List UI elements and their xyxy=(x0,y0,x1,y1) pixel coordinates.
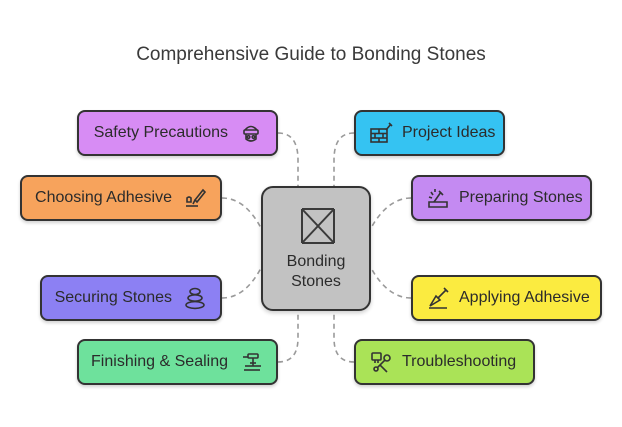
node-label: Applying Adhesive xyxy=(459,289,590,306)
connector-preparing-stones xyxy=(370,197,412,229)
node-label: Safety Precautions xyxy=(93,124,228,141)
center-label-line2: Stones xyxy=(291,273,341,290)
bowtie-icon xyxy=(301,208,335,244)
connector-safety-precautions xyxy=(277,132,299,186)
tools-icon xyxy=(368,349,394,375)
stone-carving-icon xyxy=(425,185,451,211)
connector-project-ideas xyxy=(333,132,355,186)
node-project-ideas: Project Ideas xyxy=(354,110,505,156)
node-label: Troubleshooting xyxy=(402,353,517,370)
connector-choosing-adhesive xyxy=(221,197,262,229)
center-label-line1: Bonding xyxy=(286,253,346,270)
diagram-title: Comprehensive Guide to Bonding Stones xyxy=(136,44,486,65)
node-label: Choosing Adhesive xyxy=(35,189,172,206)
node-applying-adhesive: Applying Adhesive xyxy=(411,275,602,321)
node-label: Project Ideas xyxy=(402,124,496,141)
sealing-tool-icon xyxy=(238,349,264,375)
node-safety-precautions: Safety Precautions xyxy=(77,110,278,156)
glue-applicator-icon xyxy=(182,185,208,211)
connector-applying-adhesive xyxy=(370,267,412,299)
center-node-bonding-stones: Bonding Stones xyxy=(261,186,371,311)
connector-finishing-sealing xyxy=(277,311,299,363)
node-troubleshooting: Troubleshooting xyxy=(354,339,535,385)
node-finishing-sealing: Finishing & Sealing xyxy=(77,339,278,385)
node-label: Securing Stones xyxy=(54,289,172,306)
node-choosing-adhesive: Choosing Adhesive xyxy=(20,175,222,221)
center-label: Bonding Stones xyxy=(263,252,369,292)
stacked-stones-icon xyxy=(182,285,208,311)
node-label: Preparing Stones xyxy=(459,189,583,206)
node-preparing-stones: Preparing Stones xyxy=(411,175,592,221)
connector-troubleshooting xyxy=(333,311,355,363)
brick-wall-icon xyxy=(368,120,394,146)
connector-securing-stones xyxy=(221,267,262,299)
safety-mask-icon xyxy=(238,120,264,146)
node-label: Finishing & Sealing xyxy=(91,353,228,370)
adhesive-tool-icon xyxy=(425,285,451,311)
node-securing-stones: Securing Stones xyxy=(40,275,222,321)
